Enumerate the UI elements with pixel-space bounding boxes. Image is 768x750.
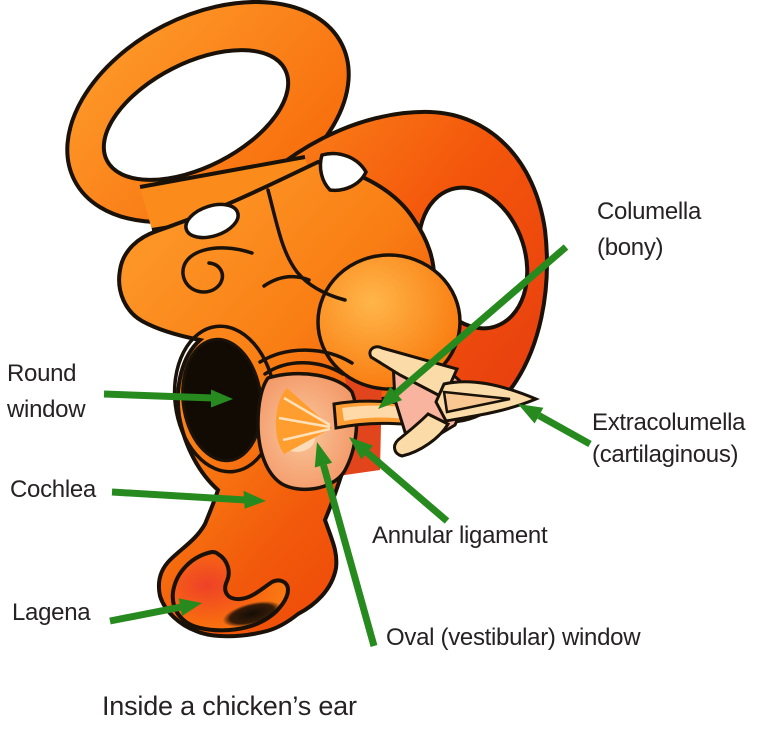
label-round-window: Round window bbox=[7, 356, 86, 428]
oval-window-lip-arc bbox=[263, 361, 345, 376]
label-lagena: Lagena bbox=[12, 596, 91, 630]
canal-band-edge-top bbox=[139, 155, 306, 189]
label-annular-ligament-line1: Annular ligament bbox=[372, 522, 548, 549]
label-columella-line1: Columella bbox=[597, 198, 702, 225]
label-annular-ligament: Annular ligament bbox=[372, 519, 548, 553]
footplate-fan-lines bbox=[278, 396, 331, 442]
arrow-extracolumella bbox=[518, 404, 592, 448]
label-round-window-line2: window bbox=[7, 396, 86, 423]
anterior-semicircular-canal bbox=[65, 0, 351, 225]
arrow-columella bbox=[378, 244, 569, 409]
canal-end-hook bbox=[181, 246, 254, 294]
arrow-annular-ligament bbox=[349, 437, 450, 524]
label-extracolumella-line1: Extracolumella bbox=[592, 409, 746, 436]
pointer-arrows bbox=[103, 244, 592, 647]
label-lagena-line1: Lagena bbox=[12, 599, 91, 626]
arrow-lagena bbox=[109, 598, 202, 625]
label-extracolumella: Extracolumella (cartilaginous) bbox=[592, 407, 746, 471]
oval-window-region bbox=[256, 371, 359, 492]
diagram-caption: Inside a chicken’s ear bbox=[102, 691, 357, 721]
label-oval-window-line1: Oval (vestibular) window bbox=[386, 624, 641, 651]
label-columella: Columella (bony) bbox=[597, 194, 701, 266]
extracolumella-lower-prong bbox=[393, 412, 451, 458]
label-cochlea: Cochlea bbox=[10, 473, 96, 507]
anterior-canal-hole bbox=[101, 48, 291, 182]
body-fold-lines bbox=[181, 188, 354, 376]
lagena-dark-smudge bbox=[222, 601, 282, 627]
label-oval-window: Oval (vestibular) window bbox=[386, 621, 641, 655]
canal-band-fill bbox=[140, 157, 315, 230]
label-columella-line2: (bony) bbox=[597, 234, 664, 261]
body-white-gap-right bbox=[318, 151, 368, 193]
label-extracolumella-line2: (cartilaginous) bbox=[592, 441, 739, 468]
oval-window-upper-arc bbox=[258, 348, 354, 365]
arrow-oval-window bbox=[314, 442, 378, 647]
fold-line-vertical bbox=[266, 188, 347, 302]
lagena-tip bbox=[170, 549, 291, 633]
label-round-window-line1: Round bbox=[7, 360, 77, 387]
arrow-round-window bbox=[103, 389, 233, 408]
fold-line-eyebrow bbox=[262, 274, 311, 288]
arrow-cochlea bbox=[111, 488, 266, 509]
extracolumella-notch bbox=[442, 390, 511, 414]
label-cochlea-line1: Cochlea bbox=[10, 476, 96, 503]
body-white-gap bbox=[184, 202, 240, 240]
